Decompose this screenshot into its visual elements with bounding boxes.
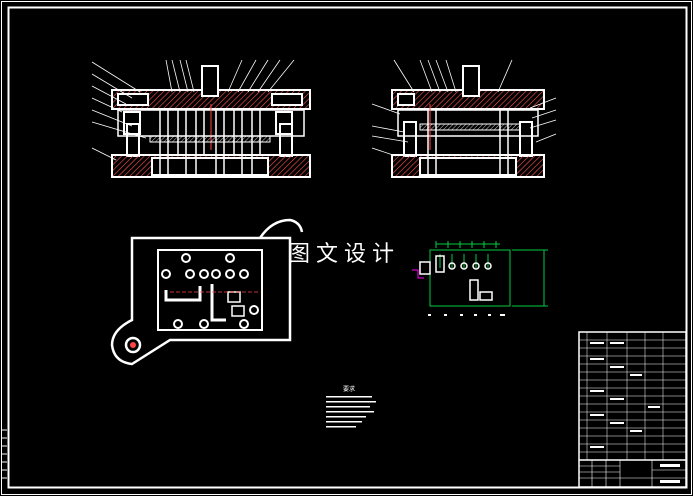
- die-side-section-view: [391, 65, 545, 178]
- technical-notes: [326, 396, 376, 428]
- left-ruler-ticks: [2, 429, 7, 479]
- strip-layout-drawing: [412, 241, 548, 316]
- title-block-and-parts-list: [578, 331, 687, 488]
- watermark-text: 图文设计: [288, 242, 401, 267]
- front-view-leader-lines: [91, 59, 295, 161]
- die-front-section-view: [111, 65, 311, 178]
- die-plan-view: [110, 218, 304, 366]
- side-view-leader-lines: [371, 59, 557, 157]
- notes-title: 要求: [343, 386, 356, 393]
